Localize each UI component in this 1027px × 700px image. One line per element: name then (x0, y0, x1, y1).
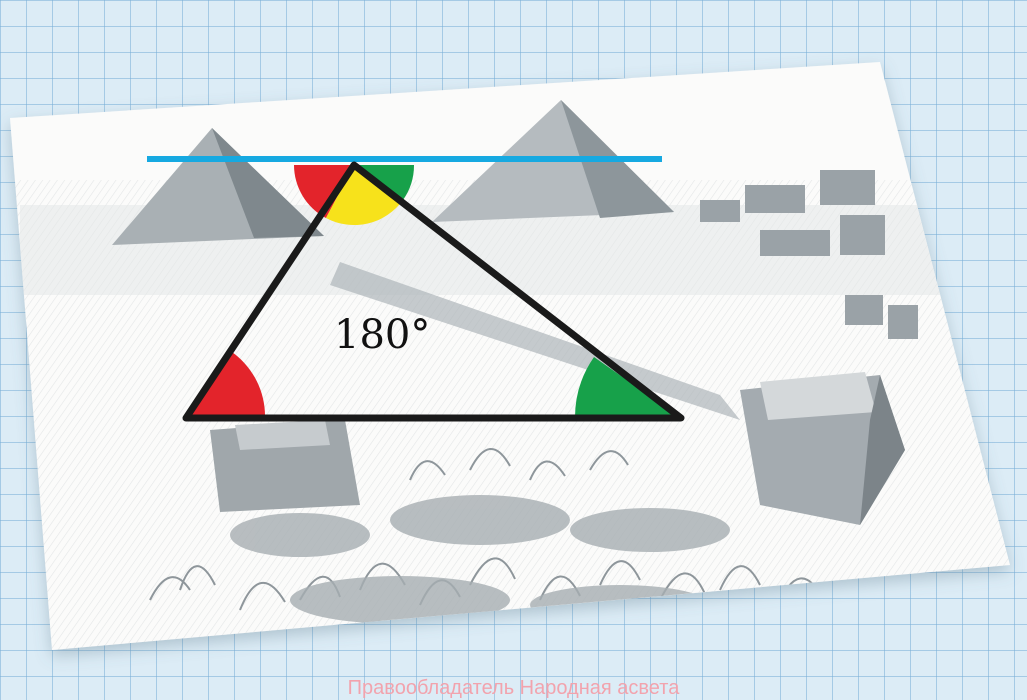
temple-buildings (700, 170, 918, 339)
top-left-angle (294, 165, 354, 218)
palm-trees (149, 448, 821, 611)
angle-sum-label: 180° (334, 312, 430, 358)
pyramids-illustration (10, 100, 1010, 650)
bottom-right-angle (574, 357, 681, 418)
triangle (182, 161, 685, 422)
copyright-watermark: Правообладатель Народная асвета (347, 677, 680, 699)
top-middle-angle (326, 165, 403, 226)
bottom-left-angle (186, 350, 266, 418)
